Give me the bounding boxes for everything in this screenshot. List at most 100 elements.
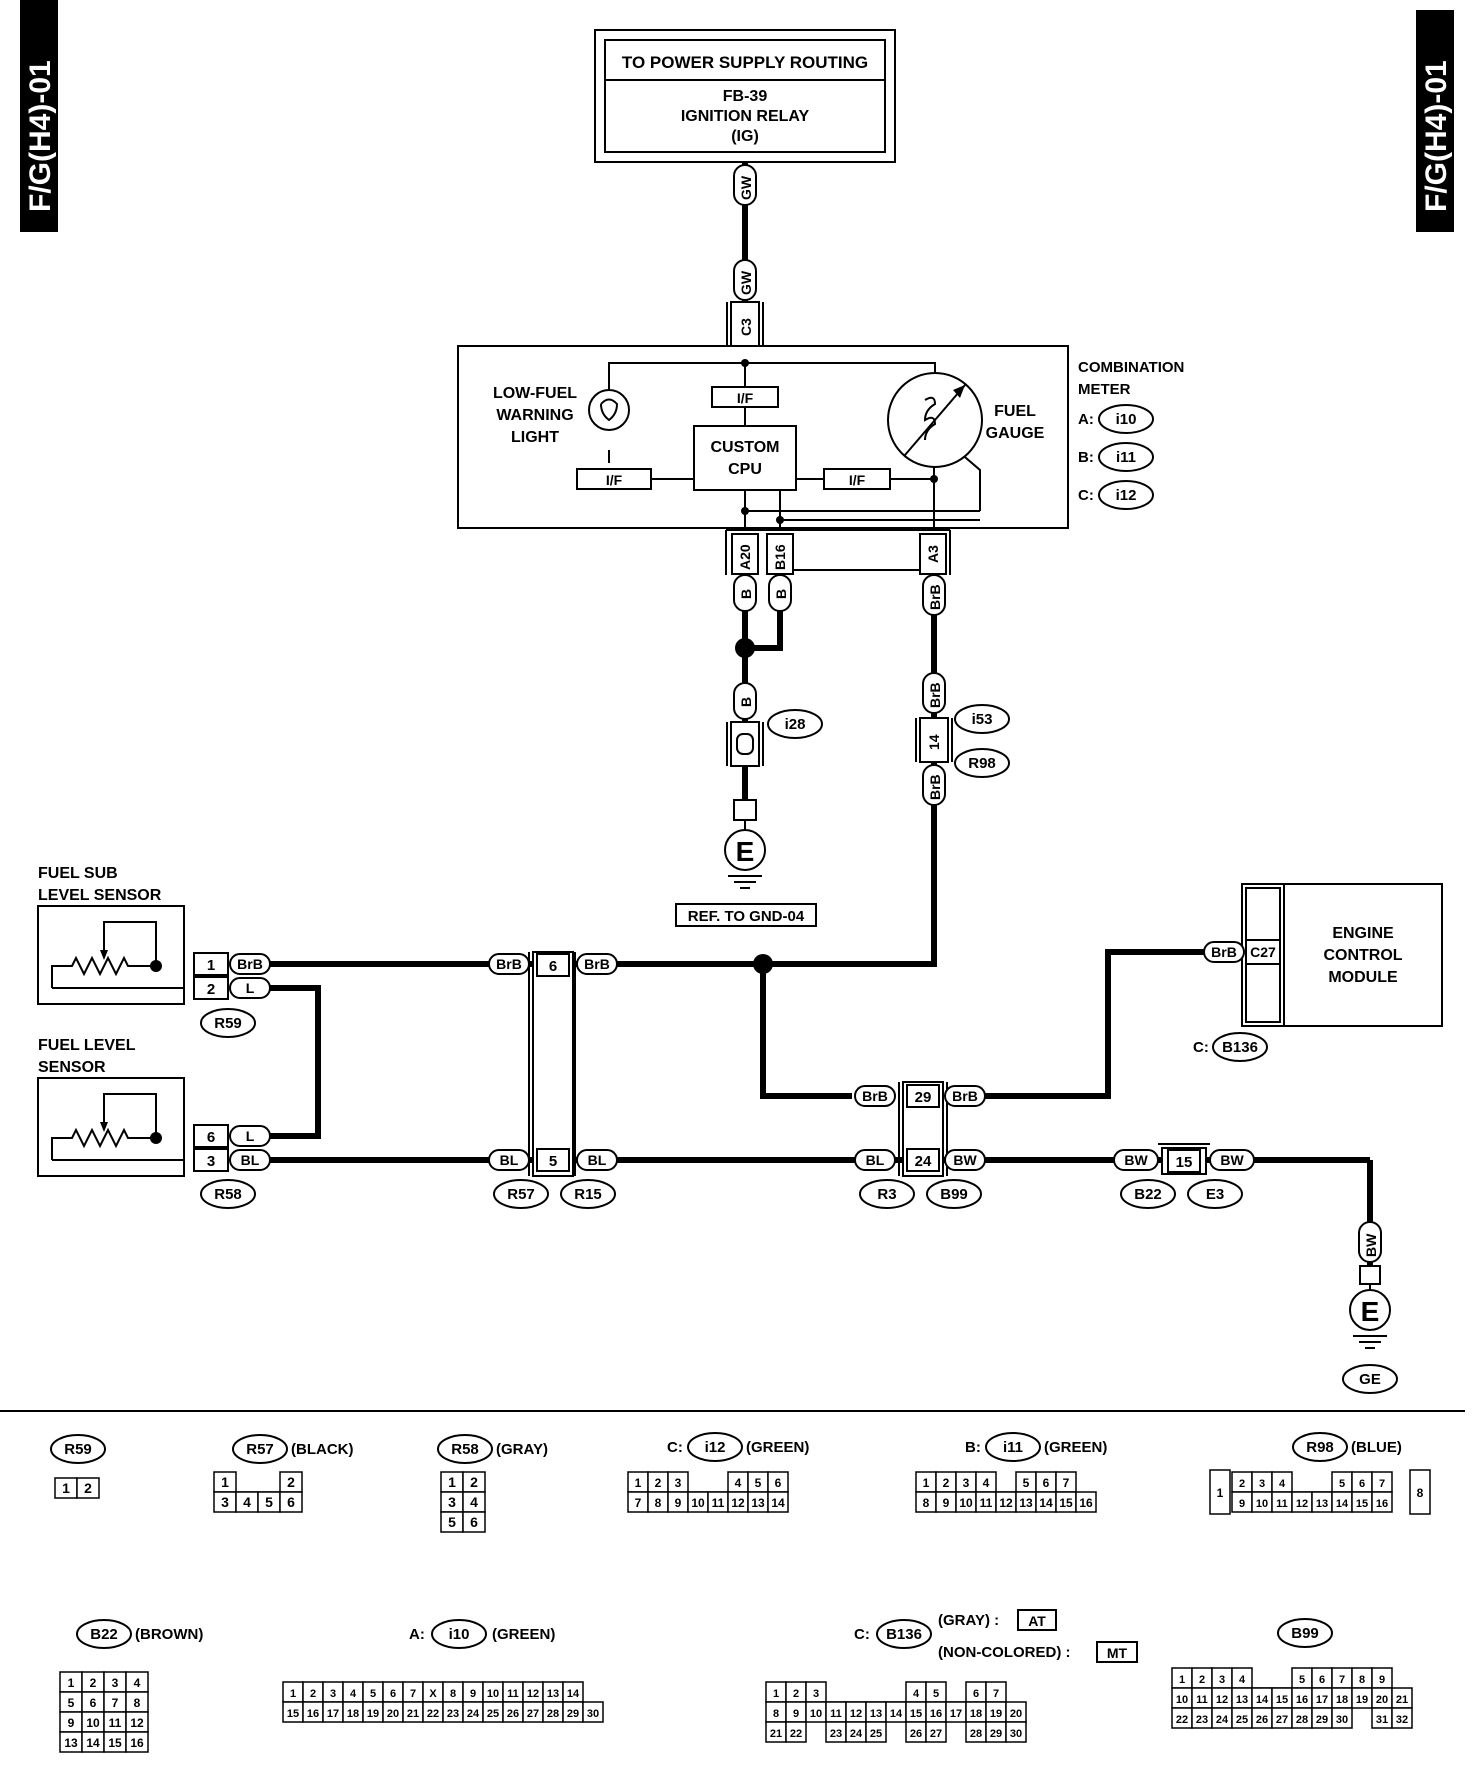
meter-conn-b-prefix: B: bbox=[1078, 449, 1094, 466]
main-sensor-label-2: SENSOR bbox=[38, 1059, 106, 1076]
pinout-i12-pin: 13 bbox=[751, 1496, 765, 1510]
combination-meter: LOW-FUEL WARNING LIGHT I/F I/F I/F CUSTO… bbox=[457, 345, 1184, 530]
pinout-b22-pin: 4 bbox=[134, 1676, 141, 1690]
pinout-r98-pin: 4 bbox=[1279, 1478, 1286, 1490]
pinout-r98-pin: 15 bbox=[1356, 1498, 1368, 1510]
pinout-r98-pin: 12 bbox=[1296, 1498, 1308, 1510]
pinout-b99-pin: 20 bbox=[1376, 1694, 1388, 1706]
r15-wire-bl: BL bbox=[588, 1152, 607, 1168]
pinout-i12-pin: 4 bbox=[735, 1476, 742, 1490]
pinout-b136-pin: 3 bbox=[813, 1688, 819, 1700]
pinout-r98-pin: 3 bbox=[1259, 1478, 1265, 1490]
page-tab-right: F/G(H4)-01 bbox=[1416, 10, 1454, 232]
pinout-i10-pin: 11 bbox=[507, 1688, 519, 1700]
pinout-b136-pin: 26 bbox=[910, 1728, 922, 1740]
pinout-i12-pin: 6 bbox=[775, 1476, 782, 1490]
wire-brb-main bbox=[270, 949, 1208, 1099]
pinout-b22-pin: 12 bbox=[130, 1716, 144, 1730]
pinout-i10-pin: 16 bbox=[307, 1708, 319, 1720]
connector-b136: B136 bbox=[1222, 1039, 1258, 1056]
pinout-b99-pin: 15 bbox=[1276, 1694, 1288, 1706]
pinout-b22-pin: 14 bbox=[86, 1736, 100, 1750]
meter-conn-a-prefix: A: bbox=[1078, 411, 1094, 428]
wire-label-b-b16: B bbox=[773, 589, 789, 599]
pinout-b136-pin: 5 bbox=[933, 1688, 939, 1700]
pinout-b136-pin: 11 bbox=[830, 1708, 842, 1720]
wire-label-b-i28: B bbox=[738, 697, 754, 707]
pinout-i10-pin: 9 bbox=[470, 1688, 476, 1700]
pinout-i12-pin: 14 bbox=[771, 1496, 785, 1510]
pinout-i11-pin: 9 bbox=[943, 1496, 950, 1510]
connector-r15: R15 bbox=[574, 1186, 602, 1203]
pinout-i11-pin: 8 bbox=[923, 1496, 930, 1510]
pinout-i11-pin: 12 bbox=[999, 1496, 1013, 1510]
pinout-i11-pin: 1 bbox=[923, 1476, 930, 1490]
pinout-i11-cell bbox=[1075, 1491, 1097, 1513]
junction-pin-15: 15 bbox=[1176, 1154, 1193, 1171]
legend-i12: i12 bbox=[705, 1439, 726, 1456]
pinout-b99-pin: 31 bbox=[1376, 1714, 1388, 1726]
pinout-r98-pin: 9 bbox=[1239, 1498, 1245, 1510]
legend-i11-prefix: B: bbox=[965, 1439, 981, 1456]
pinout-r98-cell bbox=[1371, 1491, 1393, 1513]
ground-ref-gnd04: REF. TO GND-04 bbox=[688, 908, 805, 925]
legend-b136-non: (NON-COLORED) : bbox=[938, 1644, 1070, 1661]
pinout-r57-pin: 5 bbox=[265, 1494, 273, 1510]
pinout-r58-pin: 3 bbox=[448, 1494, 456, 1510]
pinout-i11-pin: 11 bbox=[980, 1496, 993, 1510]
if-box-right: I/F bbox=[849, 472, 866, 488]
pinout-b136-pin: 20 bbox=[1010, 1708, 1022, 1720]
r58-pin-6: 6 bbox=[207, 1129, 215, 1146]
fuel-gauge-label-1: FUEL bbox=[994, 403, 1036, 420]
pinout-b99-pin: 7 bbox=[1339, 1674, 1345, 1686]
pinout-b99-pin: 11 bbox=[1196, 1694, 1208, 1706]
pinout-b99-pin: 13 bbox=[1236, 1694, 1248, 1706]
pin-b16: B16 bbox=[772, 544, 788, 570]
low-fuel-label-3: LIGHT bbox=[511, 429, 559, 446]
pinout-r59-pin: 2 bbox=[84, 1480, 92, 1496]
pinout-b136-pin: 29 bbox=[990, 1728, 1002, 1740]
pinout-b99-pin: 10 bbox=[1176, 1694, 1188, 1706]
pinout-b136-cell bbox=[925, 1721, 947, 1743]
legend-b22-color: (BROWN) bbox=[135, 1626, 203, 1643]
b99-wire-bw: BW bbox=[953, 1152, 977, 1168]
wire-label-brb-i53: BrB bbox=[927, 682, 943, 708]
pinout-b99-pin: 30 bbox=[1336, 1714, 1348, 1726]
pinout-i10-pin: 3 bbox=[330, 1688, 336, 1700]
pinout-i11-pin: 2 bbox=[943, 1476, 950, 1490]
legend-labels: R59 R57 (BLACK) R58 (GRAY) C: i12 (GREEN… bbox=[50, 1432, 1402, 1663]
pinout-r59-pin: 1 bbox=[62, 1480, 70, 1496]
sub-sensor-label-2: LEVEL SENSOR bbox=[38, 887, 162, 904]
main-sensor-label-1: FUEL LEVEL bbox=[38, 1037, 136, 1054]
r57-wire-bl: BL bbox=[500, 1152, 519, 1168]
pinout-b136-pin: 23 bbox=[830, 1728, 842, 1740]
pinout-i10-pin: 23 bbox=[447, 1708, 459, 1720]
pinout-b99-pin: 18 bbox=[1336, 1694, 1348, 1706]
cpu-label-2: CPU bbox=[728, 461, 762, 478]
pinout-i10-pin: 28 bbox=[547, 1708, 559, 1720]
pinout-b99-pin: 28 bbox=[1296, 1714, 1308, 1726]
r98-pin-right: 8 bbox=[1417, 1486, 1424, 1500]
ground-e-symbol-1: E bbox=[736, 836, 755, 867]
pinout-r59-cell bbox=[76, 1477, 100, 1499]
pinout-b22-pin: 2 bbox=[90, 1676, 97, 1690]
ecm-wire-brb: BrB bbox=[1211, 944, 1237, 960]
ground-ge-label: GE bbox=[1359, 1371, 1381, 1388]
legend-i10-prefix: A: bbox=[409, 1626, 425, 1643]
pinout-b136-pin: 2 bbox=[793, 1688, 799, 1700]
r59-wire-brb: BrB bbox=[237, 956, 263, 972]
meter-title-2: METER bbox=[1078, 381, 1131, 398]
pinout-i10-pin: 6 bbox=[390, 1688, 396, 1700]
connector-i28: i28 bbox=[785, 716, 806, 733]
pinout-b99-pin: 25 bbox=[1236, 1714, 1248, 1726]
pinout-r98-pin: 6 bbox=[1359, 1478, 1365, 1490]
meter-bottom-pins: A20 B16 A3 bbox=[725, 529, 951, 575]
pin-14: 14 bbox=[926, 734, 942, 750]
power-box-title: TO POWER SUPPLY ROUTING bbox=[622, 53, 868, 72]
fuel-gauge-label-2: GAUGE bbox=[986, 425, 1045, 442]
r59-pin-1: 1 bbox=[207, 957, 215, 974]
pin-c3: C3 bbox=[738, 318, 754, 336]
pinout-b99-pin: 21 bbox=[1396, 1694, 1408, 1706]
connector-r58-block: 6 3 L BL R58 bbox=[183, 1118, 271, 1209]
